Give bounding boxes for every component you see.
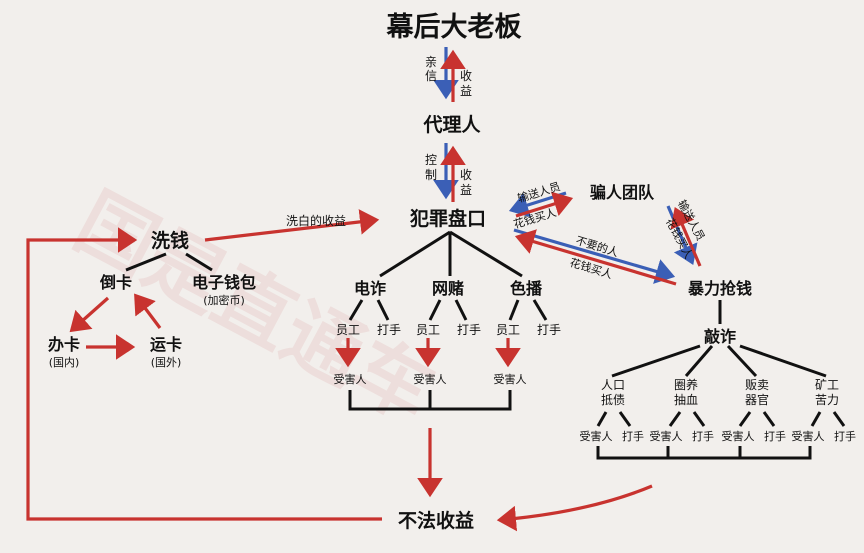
- e2b: [692, 411, 706, 427]
- e4b: [832, 411, 846, 427]
- thug-2: 打手: [457, 323, 481, 337]
- arrow-buy-people-3: [670, 207, 702, 267]
- arrow-right-to-income: [496, 484, 653, 532]
- branch-4-l2: 苦力: [815, 393, 839, 407]
- label-boss-income-2: 益: [460, 84, 472, 98]
- edge-porn-staff: [508, 299, 520, 321]
- edge-launder-wallet: [185, 252, 213, 272]
- branch-2-l2: 抽血: [674, 393, 698, 407]
- node-porn-stream: 色播: [510, 279, 543, 298]
- thug-b4: 打手: [834, 429, 856, 443]
- thug-b2: 打手: [692, 429, 714, 443]
- e1b: [618, 411, 632, 427]
- node-gambling: 网赌: [432, 279, 464, 298]
- edge-extort-b1: [611, 344, 701, 378]
- edge-porn-thug: [532, 299, 548, 321]
- edge-launder-cardflip: [125, 252, 167, 272]
- arrow-buy-people: [515, 191, 574, 218]
- e3a: [738, 411, 752, 427]
- label-control-1: 控: [425, 153, 437, 167]
- victim-b4: 受害人: [792, 429, 825, 443]
- bracket-right: [596, 446, 812, 460]
- node-card-flip: 倒卡: [99, 273, 132, 292]
- label-trust-2: 信: [425, 69, 437, 83]
- branch-3-l2: 器官: [745, 392, 769, 407]
- edge-tel-thug: [376, 299, 390, 321]
- thug-b3: 打手: [764, 429, 786, 443]
- node-agent: 代理人: [422, 114, 481, 136]
- arrow-unwanted: [513, 228, 676, 284]
- node-violent: 暴力抢钱: [687, 279, 752, 298]
- victim-b3: 受害人: [722, 429, 755, 443]
- e-wallet-note: (加密币): [203, 293, 245, 307]
- edge-extort-b4: [739, 344, 827, 378]
- label-boss-income-1: 收: [460, 69, 472, 83]
- victim-b2: 受害人: [650, 429, 683, 443]
- staff-1: 员工: [336, 323, 360, 337]
- node-extort: 敲诈: [704, 327, 736, 346]
- edge-gam-thug: [454, 299, 468, 321]
- node-illegal-income: 不法收益: [398, 509, 474, 532]
- open-card-note: (国内): [49, 355, 80, 369]
- node-ship-card: 运卡: [150, 335, 182, 354]
- branch-2-l1: 圈养: [674, 377, 698, 392]
- thug-b1: 打手: [622, 429, 644, 443]
- arrow-ship-cardflip: [134, 293, 162, 329]
- label-control-2: 制: [425, 168, 437, 182]
- node-laundering: 洗钱: [151, 229, 189, 252]
- branch-1-l1: 人口: [601, 378, 625, 392]
- victim-3: 受害人: [494, 372, 527, 386]
- edge-den-telecom: [379, 230, 451, 278]
- staff-2: 员工: [416, 323, 440, 337]
- label-laundered-income: 洗白的收益: [286, 213, 346, 228]
- arrow-laundered-income: [204, 209, 380, 242]
- edge-tel-staff: [348, 299, 364, 321]
- node-e-wallet: 电子钱包: [192, 273, 256, 292]
- victim-2: 受害人: [414, 372, 447, 386]
- branch-1-l2: 抵债: [601, 393, 625, 407]
- e4a: [810, 411, 822, 427]
- edge-extort-b2: [684, 345, 714, 377]
- branch-4-l1: 矿工: [815, 378, 839, 392]
- e2a: [668, 411, 682, 427]
- ship-card-note: (国外): [151, 356, 182, 369]
- arrow-income-loop: [26, 227, 382, 521]
- label-agent-income-1: 收: [460, 168, 472, 182]
- node-fraud-den: 犯罪盘口: [409, 207, 486, 230]
- node-boss: 幕后大老板: [386, 12, 522, 43]
- edge-den-porn: [449, 230, 523, 278]
- node-scam-team: 骗人团队: [590, 183, 655, 202]
- node-telecom: 电诈: [354, 279, 386, 298]
- edge-extort-b3: [726, 344, 758, 378]
- e1a: [596, 411, 608, 427]
- victim-b1: 受害人: [580, 429, 613, 443]
- e3b: [762, 411, 776, 427]
- thug-3: 打手: [537, 323, 561, 337]
- node-open-card: 办卡: [48, 335, 80, 354]
- branch-3-l1: 贩卖: [745, 378, 769, 392]
- watermark: 国是直通车: [61, 176, 448, 439]
- bracket-left: [348, 390, 512, 411]
- edge-gam-staff: [428, 299, 442, 321]
- label-agent-income-2: 益: [460, 183, 472, 197]
- arrow-cardflip-open: [69, 296, 110, 333]
- thug-1: 打手: [377, 323, 401, 337]
- staff-3: 员工: [496, 323, 520, 337]
- victim-1: 受害人: [334, 372, 367, 386]
- label-trust-1: 亲: [425, 55, 437, 69]
- arrow-buy-people-2: [514, 229, 677, 286]
